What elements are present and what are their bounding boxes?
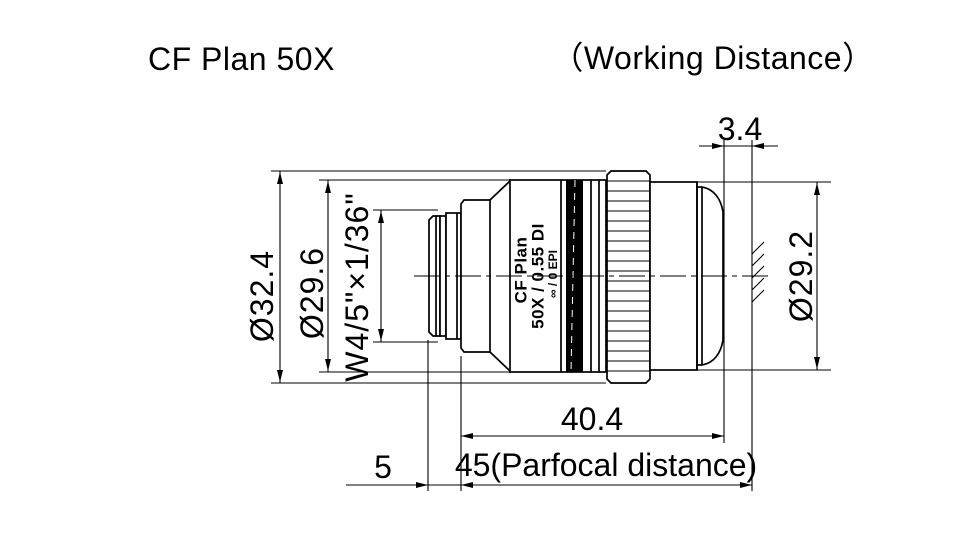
mount-thread-label: W4/5"×1/36" xyxy=(339,192,375,381)
grip-outer-diameter-label: Ø32.4 xyxy=(244,250,280,342)
arrowhead xyxy=(416,482,428,488)
cone-top-edge xyxy=(489,180,511,201)
thread-length-label: 5 xyxy=(374,449,392,485)
working-distance-title: （Working Distance） xyxy=(551,40,874,76)
dim-mount-thread: W4/5"×1/36" xyxy=(339,192,438,382)
barrel-brand-label: CF Plan xyxy=(512,237,531,304)
model-title: CF Plan 50X xyxy=(148,41,335,77)
knurled-grip xyxy=(606,170,651,384)
dim-front-diameter: Ø29.2 xyxy=(652,181,831,371)
parfocal-distance-label: 45(Parfocal distance) xyxy=(455,447,757,483)
arrowhead xyxy=(712,143,724,149)
specimen-plane-hatching xyxy=(751,241,765,303)
arrowhead xyxy=(814,183,820,195)
arrowhead xyxy=(740,482,752,488)
arrowhead xyxy=(378,329,384,341)
dim-barrel-diameter: Ø29.6 xyxy=(294,179,511,373)
arrowhead xyxy=(325,181,331,193)
arrowhead xyxy=(378,211,384,223)
color-band xyxy=(566,180,583,372)
arrowhead xyxy=(461,433,473,439)
arrowhead xyxy=(277,172,283,184)
working-distance-label: 3.4 xyxy=(718,111,762,147)
objective-body: CF Plan 50X / 0.55 DI ∞ / 0 EPI xyxy=(428,170,724,384)
cone-bottom-edge xyxy=(489,351,511,372)
dim-grip-outer-diameter: Ø32.4 xyxy=(244,170,606,384)
arrowhead xyxy=(325,359,331,371)
arrowhead xyxy=(461,482,473,488)
barrel-diameter-label: Ø29.6 xyxy=(294,247,330,339)
dim-working-distance: 3.4 xyxy=(699,111,778,491)
body-length-label: 40.4 xyxy=(561,401,623,437)
arrowhead xyxy=(277,370,283,382)
arrowhead xyxy=(814,357,820,369)
front-diameter-label: Ø29.2 xyxy=(783,230,819,322)
dim-parfocal-distance: 5 45(Parfocal distance) xyxy=(346,340,757,491)
dim-body-length: 40.4 xyxy=(460,356,724,491)
arrowhead xyxy=(712,433,724,439)
titles: CF Plan 50X （Working Distance） xyxy=(148,40,874,77)
barrel-epi-label: ∞ / 0 EPI xyxy=(546,250,560,298)
arrowhead xyxy=(752,143,764,149)
knurl-lines xyxy=(607,180,650,372)
